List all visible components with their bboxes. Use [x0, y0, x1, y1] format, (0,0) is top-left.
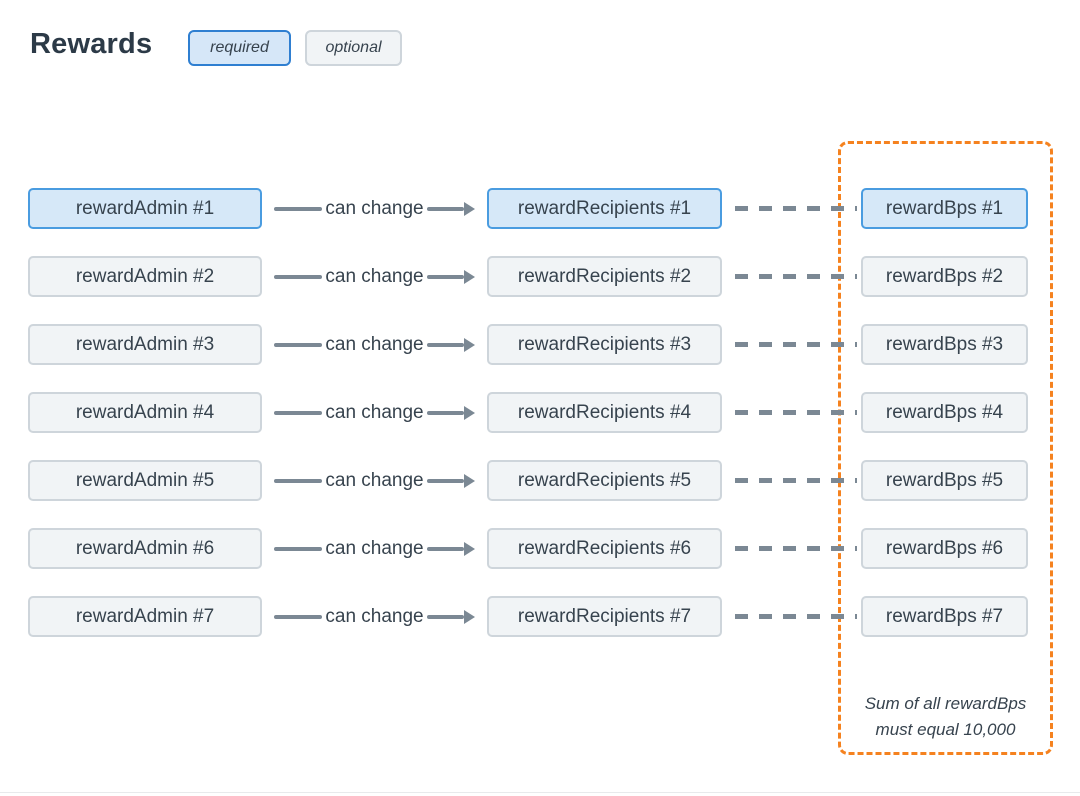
dashed-link-line	[735, 478, 857, 483]
reward-bps-node: rewardBps #7	[861, 596, 1028, 637]
connector-line	[426, 342, 464, 347]
reward-admin-node: rewardAdmin #4	[28, 392, 262, 433]
reward-admin-node: rewardAdmin #5	[28, 460, 262, 501]
reward-admin-node: rewardAdmin #2	[28, 256, 262, 297]
connector-line	[274, 206, 323, 211]
dashed-link-line	[735, 206, 857, 211]
diagram-row: rewardAdmin #7 can change rewardRecipien…	[0, 596, 1080, 637]
diagram-row: rewardAdmin #1 can change rewardRecipien…	[0, 188, 1080, 229]
reward-recipients-node: rewardRecipients #4	[487, 392, 722, 433]
constraint-note-line2: must equal 10,000	[875, 720, 1016, 739]
reward-recipients-node: rewardRecipients #7	[487, 596, 722, 637]
arrow-right-icon	[463, 337, 475, 352]
reward-bps-node: rewardBps #1	[861, 188, 1028, 229]
connector-line	[274, 274, 323, 279]
connector-label: can change	[325, 333, 424, 355]
connector-line	[426, 274, 464, 279]
arrow-right-icon	[463, 201, 475, 216]
dashed-link-line	[735, 410, 857, 415]
dashed-link-line	[735, 546, 857, 551]
reward-recipients-node: rewardRecipients #2	[487, 256, 722, 297]
can-change-connector: can change	[262, 528, 487, 569]
connector-line	[426, 614, 464, 619]
connector-label: can change	[325, 401, 424, 423]
reward-bps-constraint-box	[838, 141, 1053, 755]
legend-badge-optional: optional	[305, 30, 402, 66]
connector-line	[426, 546, 464, 551]
connector-label: can change	[325, 537, 424, 559]
reward-admin-node: rewardAdmin #6	[28, 528, 262, 569]
reward-recipients-node: rewardRecipients #3	[487, 324, 722, 365]
diagram-row: rewardAdmin #2 can change rewardRecipien…	[0, 256, 1080, 297]
dashed-link-line	[735, 274, 857, 279]
reward-recipients-node: rewardRecipients #5	[487, 460, 722, 501]
constraint-note-line1: Sum of all rewardBps	[864, 694, 1027, 713]
connector-line	[426, 478, 464, 483]
arrow-right-icon	[463, 405, 475, 420]
reward-bps-node: rewardBps #4	[861, 392, 1028, 433]
diagram-row: rewardAdmin #5 can change rewardRecipien…	[0, 460, 1080, 501]
arrow-right-icon	[463, 473, 475, 488]
connector-line	[274, 410, 323, 415]
reward-bps-node: rewardBps #3	[861, 324, 1028, 365]
can-change-connector: can change	[262, 596, 487, 637]
dashed-link-line	[735, 614, 857, 619]
connector-label: can change	[325, 265, 424, 287]
reward-bps-node: rewardBps #5	[861, 460, 1028, 501]
diagram-row: rewardAdmin #4 can change rewardRecipien…	[0, 392, 1080, 433]
page-divider	[0, 792, 1080, 793]
reward-admin-node: rewardAdmin #1	[28, 188, 262, 229]
can-change-connector: can change	[262, 460, 487, 501]
connector-label: can change	[325, 469, 424, 491]
diagram-row: rewardAdmin #6 can change rewardRecipien…	[0, 528, 1080, 569]
can-change-connector: can change	[262, 392, 487, 433]
arrow-right-icon	[463, 609, 475, 624]
connector-line	[426, 206, 464, 211]
connector-line	[274, 546, 323, 551]
bps-sum-constraint-note: Sum of all rewardBps must equal 10,000	[838, 691, 1053, 743]
can-change-connector: can change	[262, 188, 487, 229]
connector-line	[426, 410, 464, 415]
connector-label: can change	[325, 197, 424, 219]
reward-recipients-node: rewardRecipients #6	[487, 528, 722, 569]
reward-admin-node: rewardAdmin #3	[28, 324, 262, 365]
connector-line	[274, 478, 323, 483]
diagram-row: rewardAdmin #3 can change rewardRecipien…	[0, 324, 1080, 365]
connector-label: can change	[325, 605, 424, 627]
arrow-right-icon	[463, 269, 475, 284]
dashed-link-line	[735, 342, 857, 347]
connector-line	[274, 342, 323, 347]
can-change-connector: can change	[262, 324, 487, 365]
can-change-connector: can change	[262, 256, 487, 297]
reward-recipients-node: rewardRecipients #1	[487, 188, 722, 229]
legend-badge-required: required	[188, 30, 291, 66]
reward-bps-node: rewardBps #2	[861, 256, 1028, 297]
reward-admin-node: rewardAdmin #7	[28, 596, 262, 637]
reward-bps-node: rewardBps #6	[861, 528, 1028, 569]
arrow-right-icon	[463, 541, 475, 556]
page-title: Rewards	[30, 28, 153, 60]
connector-line	[274, 614, 323, 619]
